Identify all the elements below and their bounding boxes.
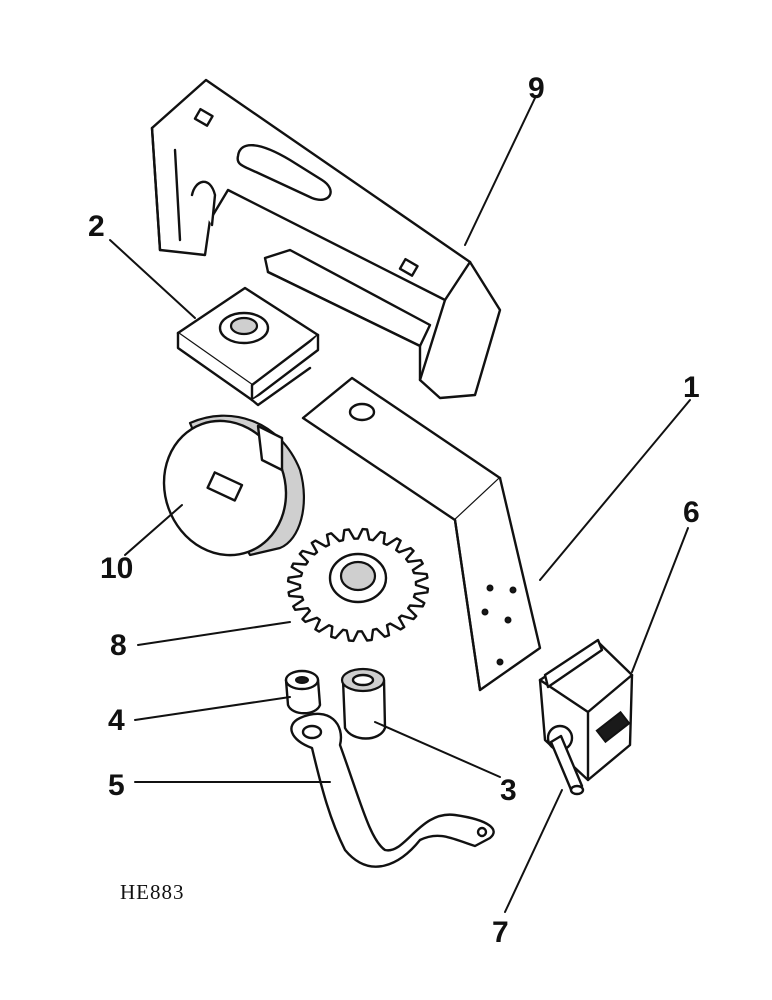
callout-8: 8	[110, 629, 127, 662]
drawing-reference: HE883	[120, 880, 185, 904]
leader-2	[109, 239, 196, 319]
part-2-clamp-block	[176, 286, 320, 407]
callout-5: 5	[108, 769, 125, 802]
part-6-switch-box	[538, 638, 634, 782]
leader-8	[137, 621, 291, 646]
part-4-small-bushing	[284, 669, 322, 715]
leader-3	[374, 721, 501, 778]
leader-lines	[109, 97, 691, 913]
callout-1: 1	[683, 371, 700, 404]
callout-10: 10	[100, 552, 133, 585]
callout-7: 7	[492, 916, 509, 949]
callout-9: 9	[528, 72, 545, 105]
part-5-strap-link	[290, 712, 495, 868]
leader-9	[464, 97, 536, 246]
leader-6	[631, 527, 689, 673]
part-8-sprocket	[286, 527, 430, 643]
leader-7	[504, 789, 563, 913]
part-1-angle-bracket	[301, 376, 542, 692]
callout-4: 4	[108, 704, 125, 737]
callout-3: 3	[500, 774, 517, 807]
part-7-plunger-pin	[549, 734, 585, 796]
leader-1	[539, 399, 691, 581]
part-3-spacer-sleeve	[340, 667, 387, 740]
leader-4	[134, 696, 291, 721]
leader-10	[124, 504, 183, 556]
part-9-bracket	[150, 78, 502, 400]
callout-6: 6	[683, 496, 700, 529]
part-10-cam-disc	[162, 414, 305, 557]
callout-2: 2	[88, 210, 105, 243]
